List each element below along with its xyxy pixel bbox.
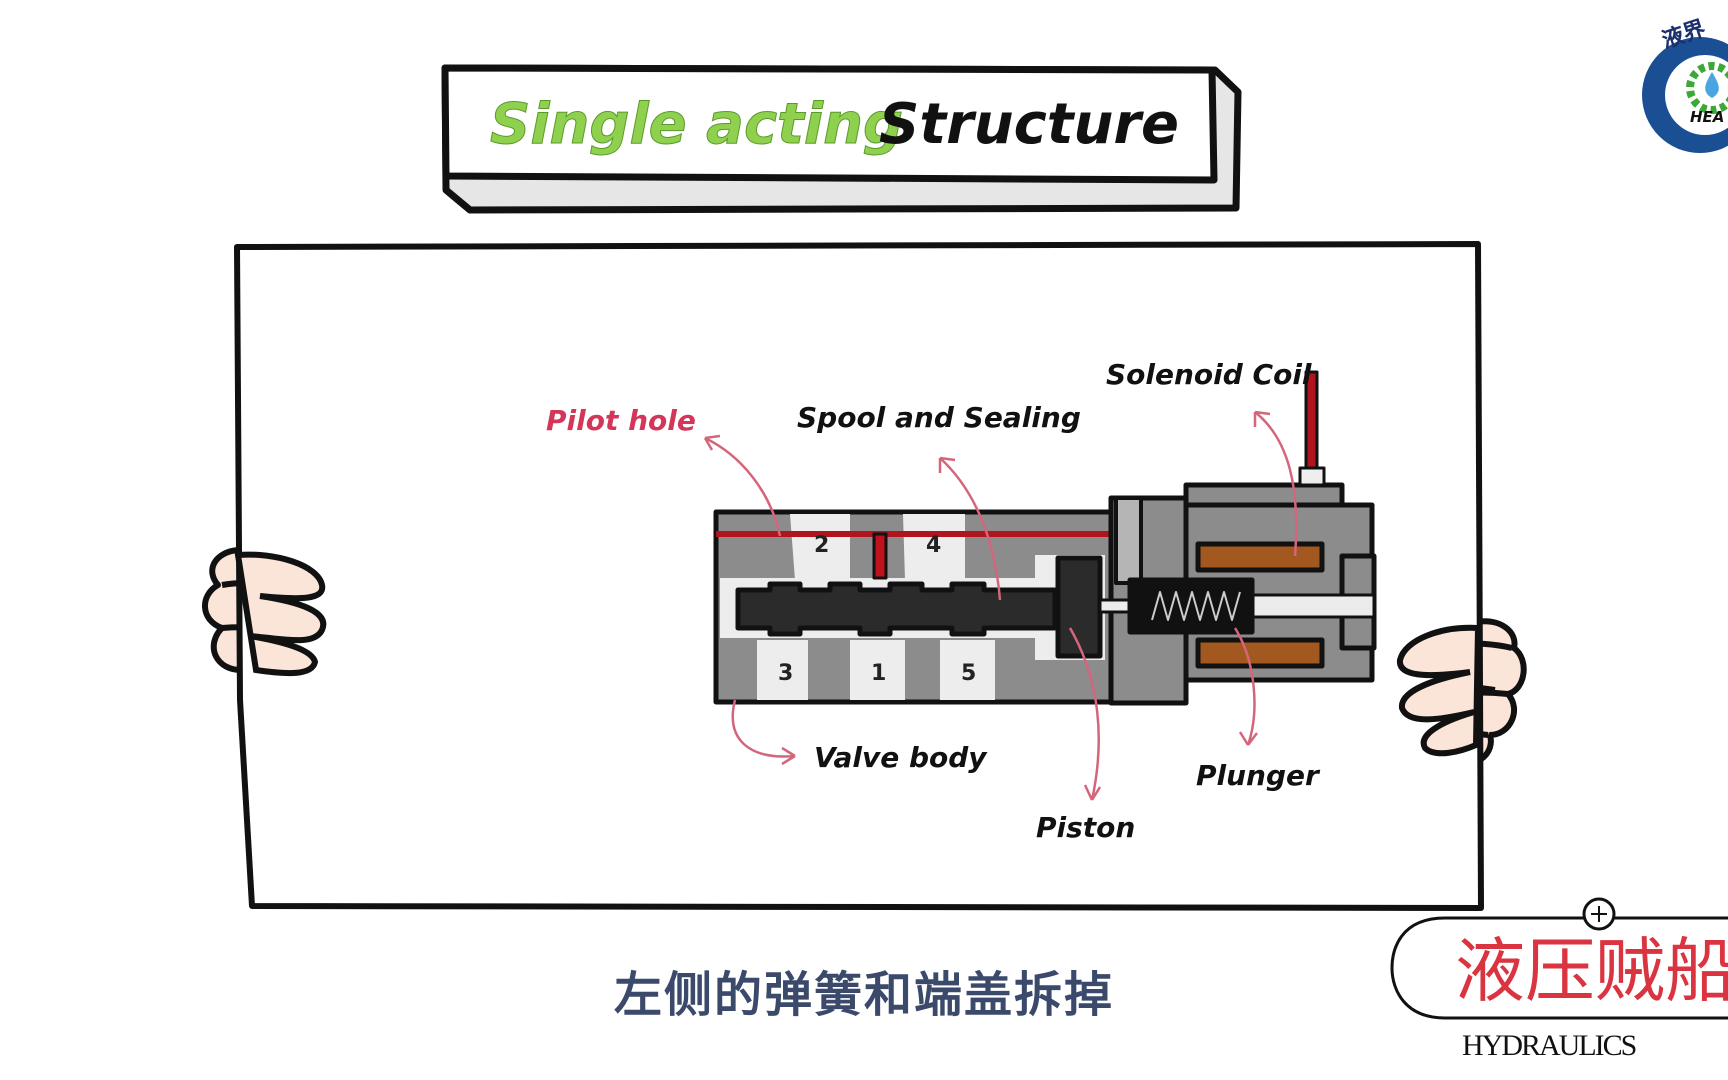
title-structure: Structure — [879, 92, 1179, 157]
label-pilot-hole: Pilot hole — [546, 404, 696, 437]
port-5-label: 5 — [961, 661, 976, 686]
brand-name: 液压贼船 — [1455, 930, 1728, 1012]
plunger — [1127, 577, 1255, 635]
piston — [1055, 555, 1103, 659]
spool — [735, 581, 1058, 637]
valve-diagram — [713, 370, 1377, 706]
label-piston: Piston — [1036, 811, 1135, 844]
label-solenoid-coil: Solenoid Coil — [1106, 358, 1312, 391]
title-box: Single acting Structure — [441, 64, 1242, 214]
port-3-label: 3 — [778, 661, 793, 686]
coil-wire — [1304, 370, 1319, 470]
left-fingers — [234, 551, 327, 677]
port-1-label: 1 — [871, 661, 886, 686]
brand-sub: HYDRAULICS — [1462, 1029, 1636, 1062]
annotation-arrows — [703, 410, 1298, 801]
right-fingers — [1396, 624, 1482, 757]
port-2-label: 2 — [814, 533, 829, 558]
coil-bottom — [1195, 637, 1325, 669]
port-4-label: 4 — [926, 533, 941, 558]
logo-center-text: HEA — [1690, 108, 1724, 126]
subtitle-text: 左侧的弹簧和端盖拆掉 — [613, 967, 1114, 1023]
brand-badge: 液压贼船 HYDRAULICS — [1390, 897, 1728, 1062]
title-single-acting: Single acting — [490, 92, 903, 157]
label-plunger: Plunger — [1196, 759, 1321, 792]
coil-top — [1195, 541, 1325, 573]
brand-logo: HEA 液界 — [1642, 15, 1728, 153]
subtitle-caption: 左侧的弹簧和端盖拆掉 — [0, 955, 1728, 1025]
label-spool-sealing: Spool and Sealing — [797, 401, 1081, 434]
spring — [1151, 591, 1241, 621]
label-valve-body: Valve body — [814, 741, 988, 774]
